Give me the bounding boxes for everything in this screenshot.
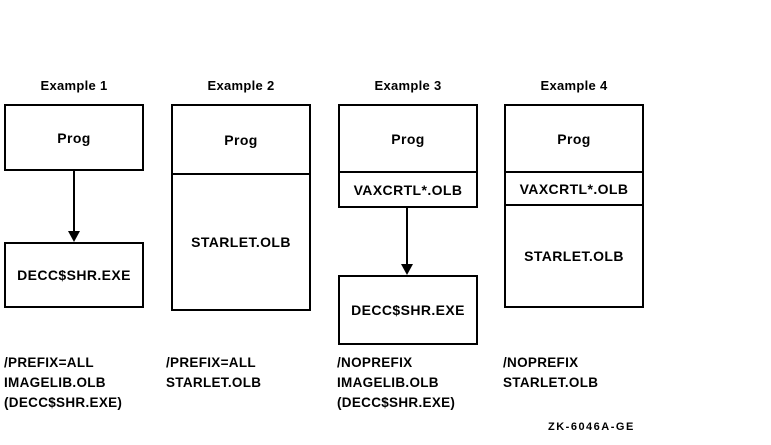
example-1-prog-box: Prog bbox=[4, 104, 144, 171]
vaxcrtl-cell: VAXCRTL*.OLB bbox=[506, 171, 642, 204]
caption-line: IMAGELIB.OLB bbox=[4, 375, 106, 390]
example-1-caption: /PREFIX=ALL IMAGELIB.OLB (DECC$SHR.EXE) bbox=[4, 353, 122, 413]
caption-line: IMAGELIB.OLB bbox=[337, 375, 439, 390]
result-box-label: DECC$SHR.EXE bbox=[351, 302, 465, 318]
example-3-stacked-box: Prog VAXCRTL*.OLB bbox=[338, 104, 478, 208]
example-4-header: Example 4 bbox=[540, 78, 608, 93]
caption-line: /NOPREFIX bbox=[503, 355, 579, 370]
prog-cell-label: Prog bbox=[224, 131, 258, 148]
starlet-cell: STARLET.OLB bbox=[506, 204, 642, 306]
starlet-cell-label: STARLET.OLB bbox=[524, 248, 624, 264]
figure-code: ZK-6046A-GE bbox=[548, 421, 635, 433]
starlet-cell-label: STARLET.OLB bbox=[191, 234, 291, 250]
prog-cell: Prog bbox=[173, 106, 309, 173]
caption-line: (DECC$SHR.EXE) bbox=[4, 395, 123, 410]
prog-cell: Prog bbox=[340, 106, 476, 171]
starlet-cell: STARLET.OLB bbox=[173, 173, 309, 309]
example-4-caption: /NOPREFIX STARLET.OLB bbox=[503, 353, 598, 393]
vaxcrtl-cell-label: VAXCRTL*.OLB bbox=[519, 180, 629, 197]
prog-cell-label: Prog bbox=[391, 130, 425, 147]
caption-line: (DECC$SHR.EXE) bbox=[337, 395, 456, 410]
example-1-arrow-line bbox=[73, 171, 75, 232]
example-3-caption: /NOPREFIX IMAGELIB.OLB (DECC$SHR.EXE) bbox=[337, 353, 455, 413]
example-3-result-box: DECC$SHR.EXE bbox=[338, 275, 478, 345]
caption-line: STARLET.OLB bbox=[503, 375, 599, 390]
vaxcrtl-cell-label: VAXCRTL*.OLB bbox=[353, 181, 463, 198]
example-3-arrow-line bbox=[406, 208, 408, 265]
result-box-label: DECC$SHR.EXE bbox=[17, 267, 131, 283]
example-1-result-box: DECC$SHR.EXE bbox=[4, 242, 144, 308]
caption-line: /PREFIX=ALL bbox=[4, 355, 94, 370]
vaxcrtl-cell: VAXCRTL*.OLB bbox=[340, 171, 476, 206]
example-2-header: Example 2 bbox=[207, 78, 275, 93]
caption-line: /NOPREFIX bbox=[337, 355, 413, 370]
example-3-header: Example 3 bbox=[374, 78, 442, 93]
example-2-stacked-box: Prog STARLET.OLB bbox=[171, 104, 311, 311]
prog-box-label: Prog bbox=[57, 129, 91, 146]
down-arrow-icon bbox=[68, 231, 80, 242]
caption-line: /PREFIX=ALL bbox=[166, 355, 256, 370]
prog-cell-label: Prog bbox=[557, 130, 591, 147]
down-arrow-icon bbox=[401, 264, 413, 275]
caption-line: STARLET.OLB bbox=[166, 375, 262, 390]
example-2-caption: /PREFIX=ALL STARLET.OLB bbox=[166, 353, 261, 393]
example-4-stacked-box: Prog VAXCRTL*.OLB STARLET.OLB bbox=[504, 104, 644, 308]
example-1-header: Example 1 bbox=[40, 78, 108, 93]
prog-cell: Prog bbox=[506, 106, 642, 171]
